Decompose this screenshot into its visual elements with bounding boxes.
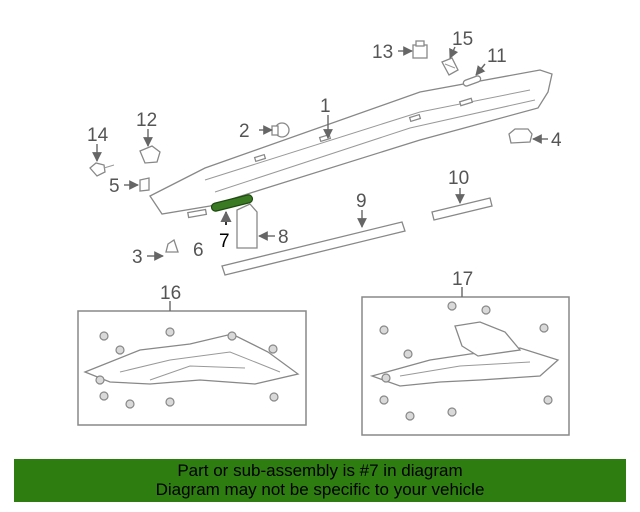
footer-banner-background [14,459,626,502]
strip-part-6 [187,208,208,219]
callout-10: 10 [448,168,469,189]
callout-12: 12 [136,110,157,131]
screw-part-15 [441,57,459,76]
callout-16: 16 [160,283,181,304]
clip-part-2 [271,122,290,138]
callout-1: 1 [320,96,331,117]
pin-part-11 [462,75,482,87]
subassembly-box-16 [77,301,307,426]
clip-part-3 [165,238,179,253]
cap-part-4 [508,128,533,144]
footer-line-2: Diagram may not be specific to your vehi… [155,480,485,499]
callout-9: 9 [356,191,367,212]
subassembly-box-17 [361,287,570,436]
callout-14: 14 [87,125,109,146]
footer-line-1: Part or sub-assembly is #7 in diagram [177,461,463,480]
clip-part-13 [412,40,428,59]
callout-4: 4 [551,130,562,151]
highlighted-strip-part-7 [210,194,254,212]
rocker-molding-part-1 [149,69,553,215]
molding-strip-part-10 [431,197,493,221]
pad-part-8 [236,203,258,249]
callout-15: 15 [452,29,473,50]
push-clip-part-12 [139,145,161,164]
callout-2: 2 [239,121,250,142]
callout-6: 6 [193,240,204,261]
callout-7: 7 [219,231,230,252]
callout-8: 8 [278,227,289,248]
callout-17: 17 [452,269,473,290]
bolt-part-14 [89,162,115,177]
callout-3: 3 [132,247,143,268]
bracket-part-5 [139,177,150,192]
callout-5: 5 [109,176,120,197]
callout-11: 11 [487,46,507,67]
footer-banner: Part or sub-assembly is #7 in diagram Di… [14,459,626,502]
molding-strip-part-9 [221,221,406,276]
callout-13: 13 [372,42,393,63]
